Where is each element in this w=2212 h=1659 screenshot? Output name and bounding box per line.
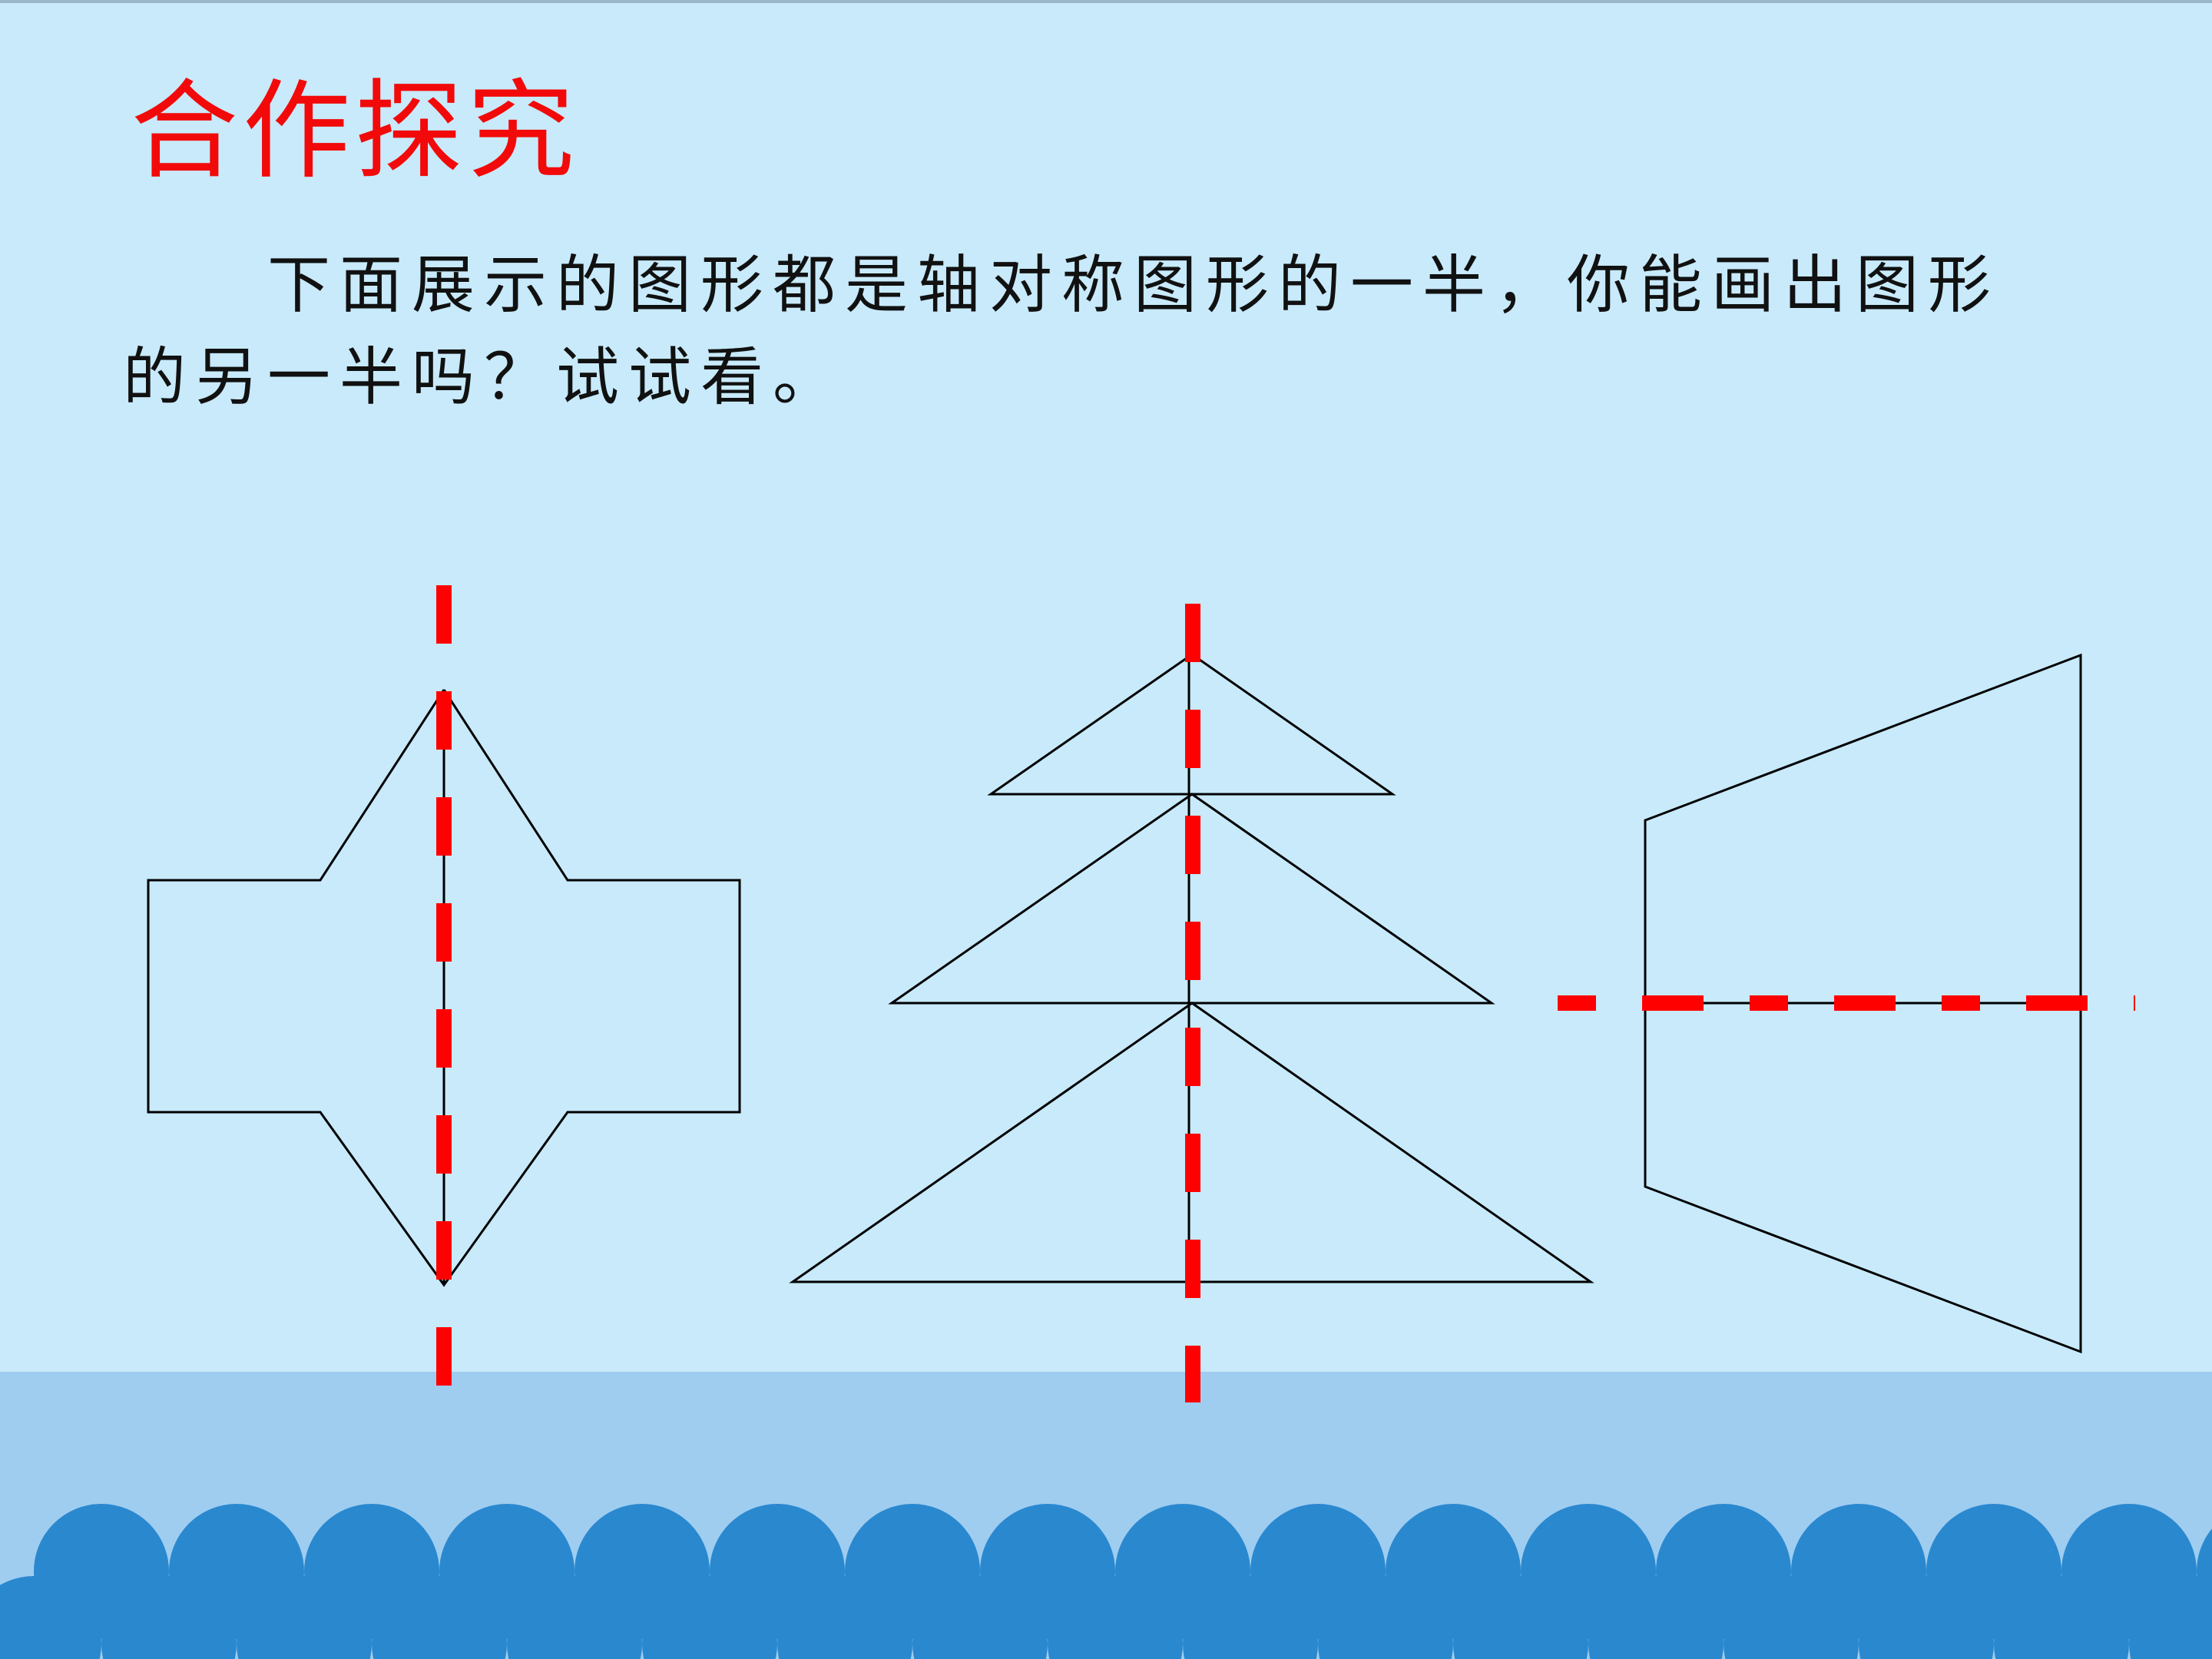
wave-scallop <box>1048 1576 1183 1659</box>
wave-scallop <box>372 1576 507 1659</box>
top-border <box>0 0 2212 3</box>
wave-scallop <box>1453 1576 1588 1659</box>
wave-scallop <box>101 1576 237 1659</box>
wave-scallop <box>2129 1576 2212 1659</box>
wave-scallop <box>642 1576 777 1659</box>
wave-scallop <box>1724 1576 1859 1659</box>
slide-title: 合作探究 <box>131 69 580 194</box>
instruction-text: 下面展示的图形都是轴对称图形的一半，你能画出图形的另一半吗？试试看。 <box>123 249 2001 414</box>
wave-scallop <box>1994 1576 2129 1659</box>
wave-scallop <box>237 1576 372 1659</box>
wave-scallop <box>777 1576 912 1659</box>
wave-scallop <box>0 1576 101 1659</box>
wave-scallop <box>1588 1576 1724 1659</box>
arrow-shape <box>147 585 741 1387</box>
wave-scallop <box>1859 1576 1994 1659</box>
trapezoid-shape <box>1558 653 2135 1354</box>
wave-scallop <box>1183 1576 1318 1659</box>
tree-shape <box>789 604 1594 1402</box>
wave-scallop <box>912 1576 1048 1659</box>
wave-row-front <box>0 1576 2212 1659</box>
wave-scallop <box>1318 1576 1453 1659</box>
wave-scallop <box>507 1576 642 1659</box>
